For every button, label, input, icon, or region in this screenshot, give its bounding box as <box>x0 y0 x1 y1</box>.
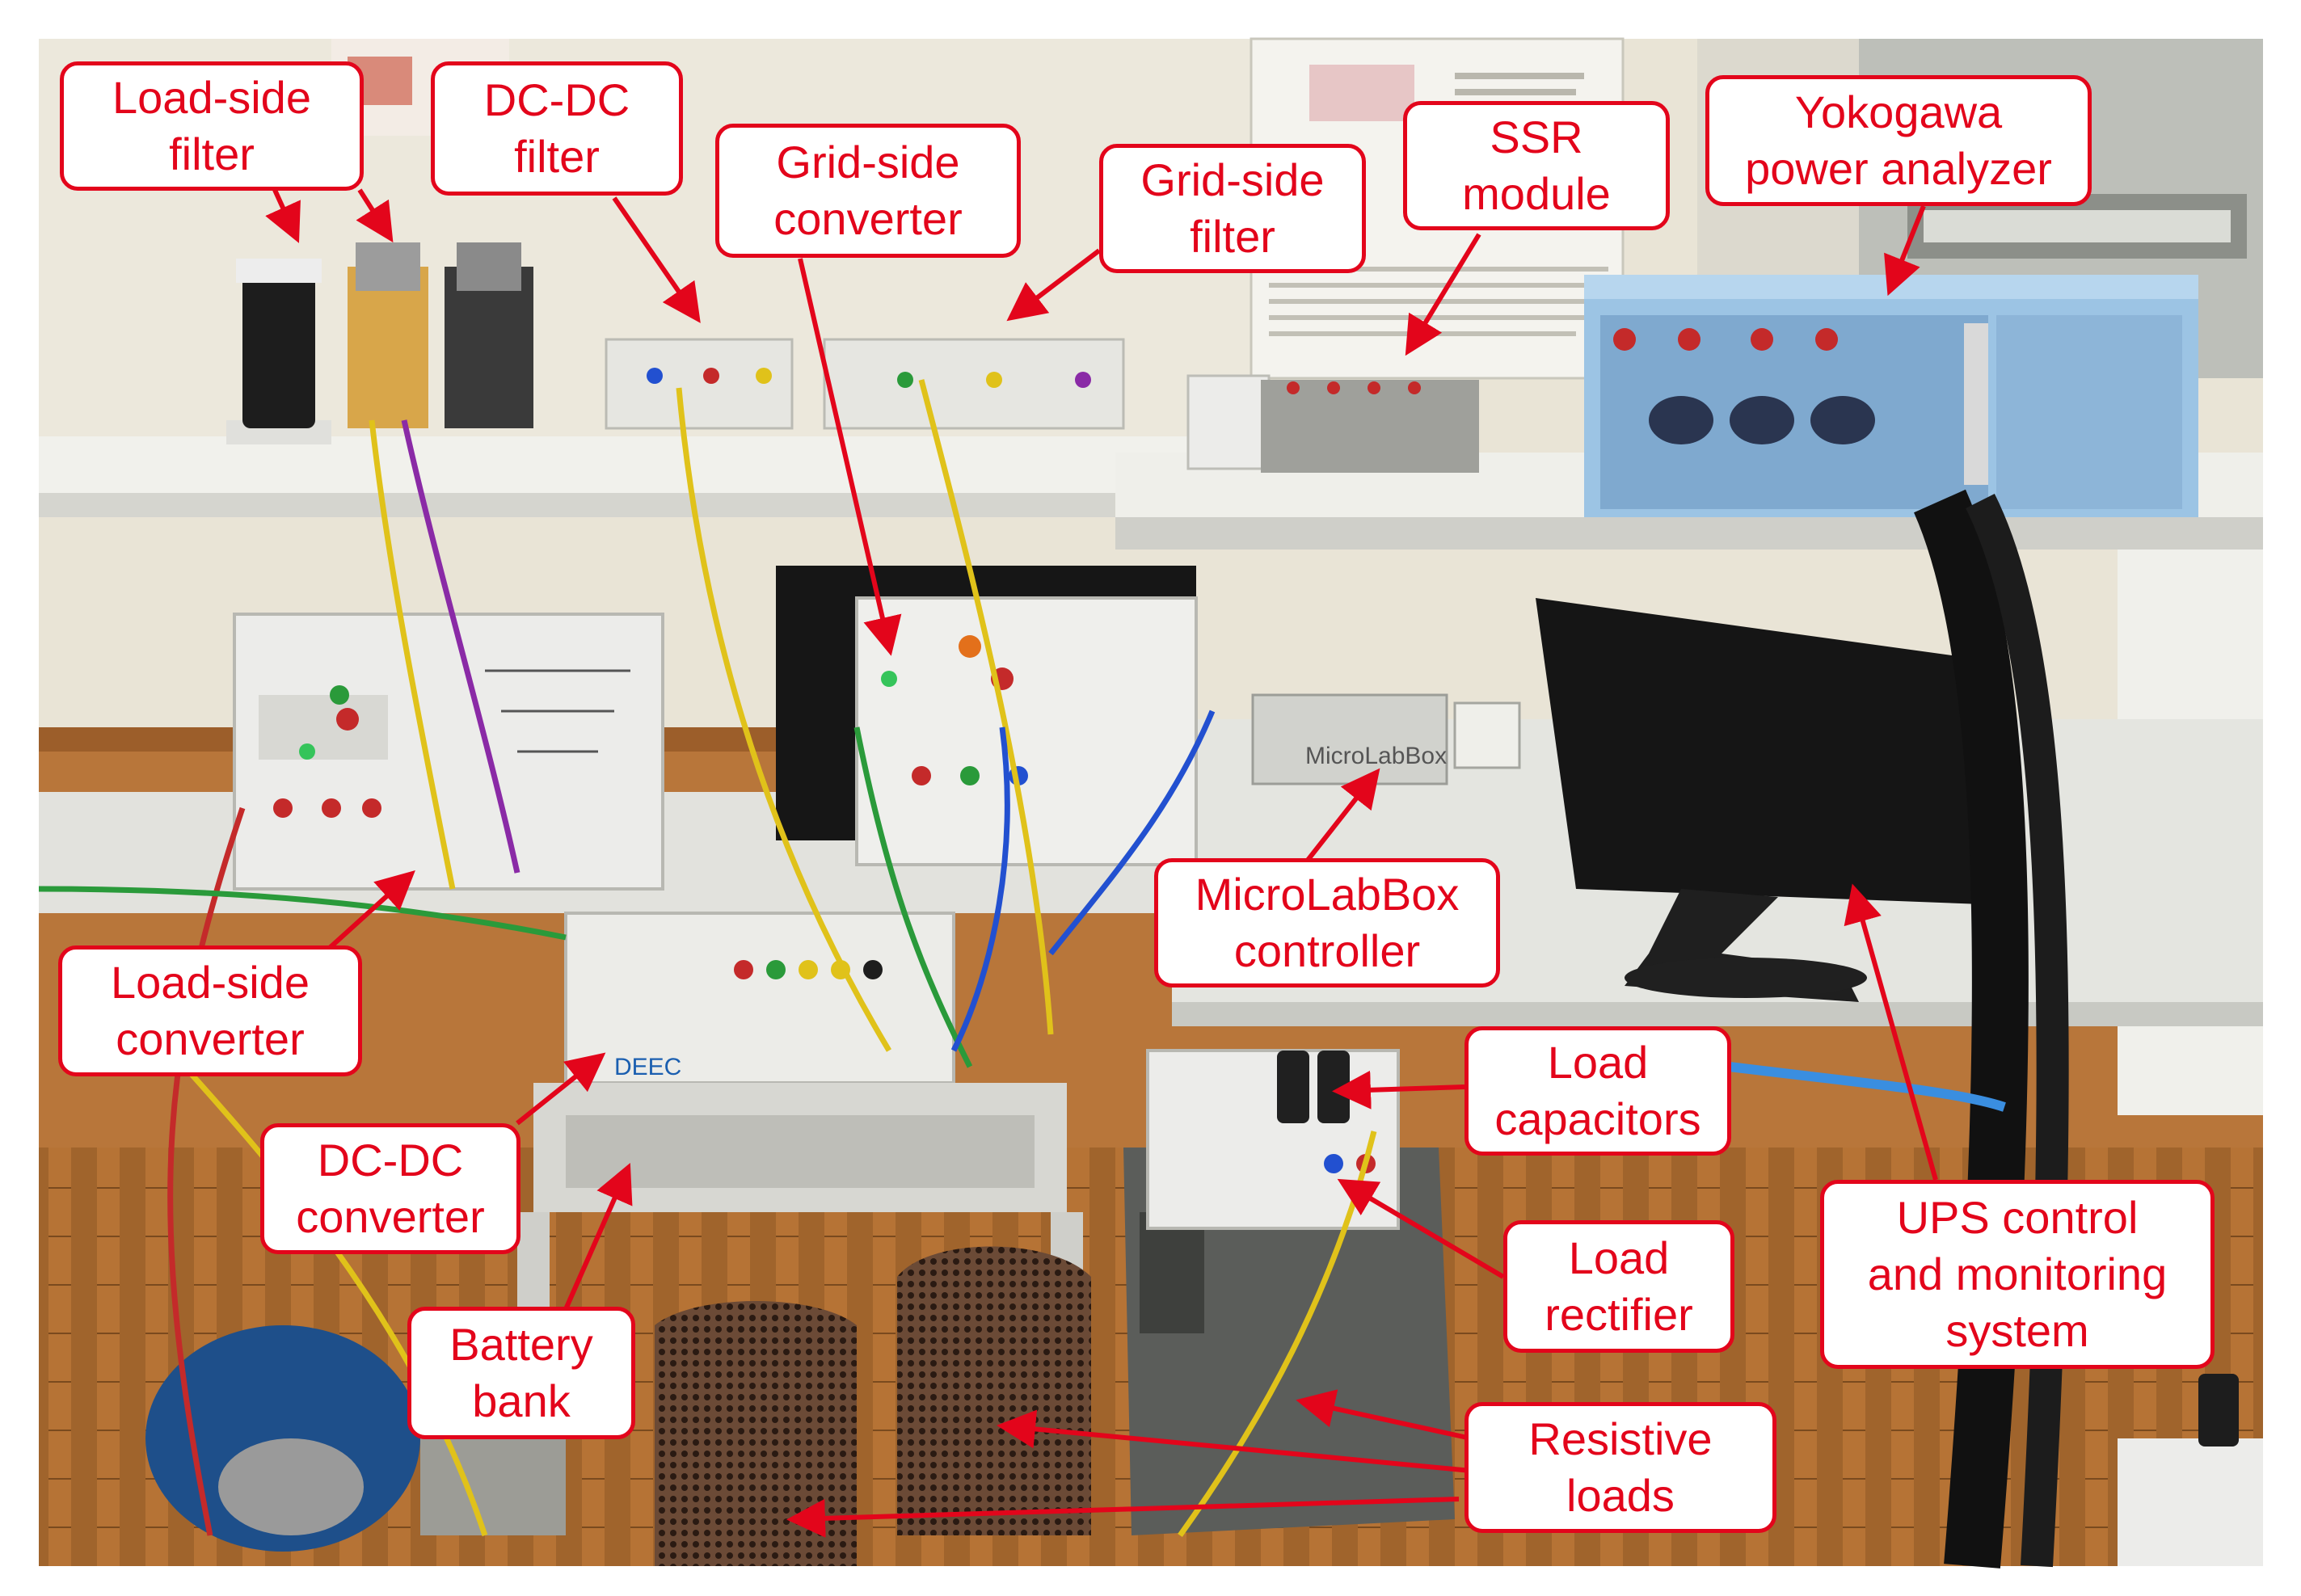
motor <box>145 1325 566 1552</box>
ssr-module-device <box>1186 374 1479 473</box>
arrow-ups-control <box>1844 883 1938 1181</box>
annotation-arrows <box>265 188 1938 1538</box>
dcdc-converter-device: DEEC <box>564 912 955 1084</box>
yokogawa-device <box>1584 275 2198 517</box>
grid-side-filter-device <box>823 338 1125 430</box>
arrow-ssr-module <box>1405 233 1481 356</box>
arrow-load-rectifier <box>1337 1178 1505 1279</box>
arrow-resistive-loads-3 <box>1296 1389 1472 1441</box>
arrow-grid-side-converter <box>798 258 902 656</box>
arrow-grid-side-filter <box>1006 248 1101 322</box>
small-capacitor-box <box>2118 1374 2263 1566</box>
arrow-load-side-converter <box>321 870 415 956</box>
dcdc-filter-device <box>605 338 794 430</box>
arrow-load-side-filter-2 <box>356 188 394 243</box>
svg-text:DEEC: DEEC <box>614 1054 681 1080</box>
arrow-load-capacitors <box>1332 1070 1465 1110</box>
arrow-battery-bank <box>563 1163 633 1311</box>
grid-side-converter-device <box>776 566 1198 866</box>
arrow-load-side-filter-1 <box>265 188 301 243</box>
arrow-resistive-loads-2 <box>786 1497 1460 1538</box>
load-side-converter-device <box>233 613 664 891</box>
arrow-dcdc-converter <box>516 1052 606 1126</box>
arrow-resistive-loads-1 <box>997 1409 1472 1473</box>
arrow-dcdc-filter <box>612 196 701 323</box>
microlabbox-device-label: MicroLabBox <box>1305 743 1447 769</box>
arrow-yokogawa <box>1884 204 1926 297</box>
load-capacitors-device <box>1146 1049 1400 1230</box>
resistive-loads-device <box>655 1148 1455 1566</box>
load-side-filter-device <box>226 242 533 444</box>
monitor <box>1536 598 2004 1002</box>
